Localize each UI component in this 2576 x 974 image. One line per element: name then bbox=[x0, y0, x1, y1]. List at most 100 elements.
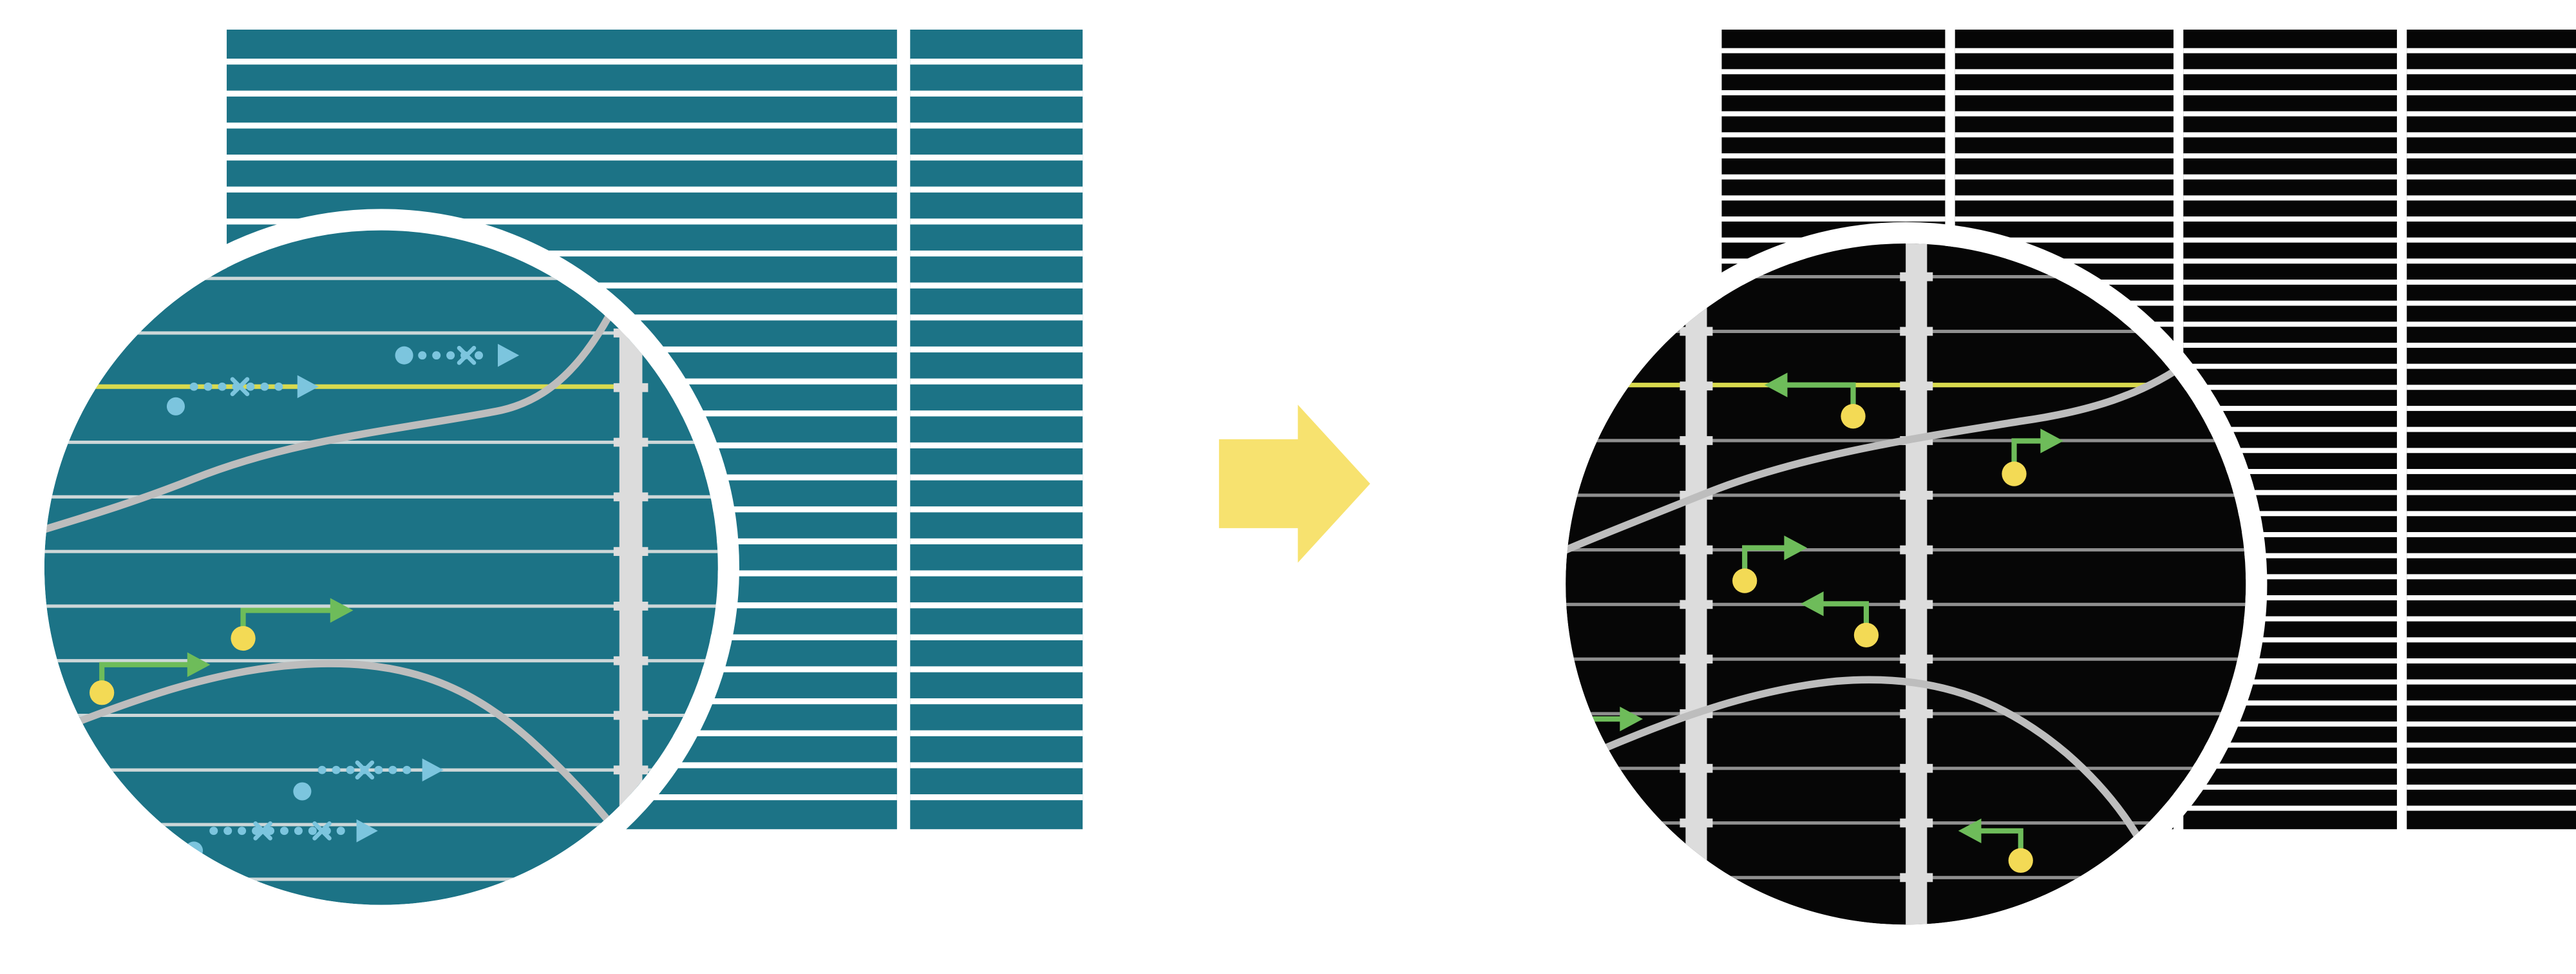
cell-finger-stripe bbox=[2183, 385, 2397, 390]
busbar-tab bbox=[1680, 763, 1713, 773]
left-solar-module bbox=[227, 29, 1083, 830]
cell-finger-stripe bbox=[2183, 700, 2397, 706]
busbar-tab bbox=[613, 547, 649, 557]
cell-finger-stripe bbox=[2183, 469, 2397, 474]
busbar-tab bbox=[1680, 818, 1713, 828]
cell-finger-stripe bbox=[1955, 216, 2174, 222]
busbar-tab bbox=[1900, 873, 1933, 883]
busbar-tab bbox=[1680, 436, 1713, 445]
cell-finger-stripe bbox=[2183, 595, 2397, 600]
cell-finger-stripe bbox=[910, 506, 1083, 513]
cell-finger-stripe bbox=[2407, 69, 2576, 75]
cell-finger-stripe bbox=[910, 378, 1083, 385]
cell-finger-stripe bbox=[2407, 48, 2576, 53]
left-inset-background bbox=[44, 230, 718, 905]
cell-finger-stripe bbox=[2183, 658, 2397, 664]
cell-finger-stripe bbox=[2183, 406, 2397, 411]
cell-finger-stripe bbox=[2183, 300, 2397, 306]
right-inset-content bbox=[1566, 244, 2246, 925]
cell-finger-stripe bbox=[910, 410, 1083, 417]
cell-finger-stripe bbox=[2407, 805, 2576, 811]
cell-finger-stripe bbox=[2407, 448, 2576, 454]
recombination-x-mark bbox=[457, 345, 477, 365]
electron-arrowhead bbox=[497, 343, 520, 367]
busbar-tab bbox=[613, 437, 649, 447]
cell-finger-stripe bbox=[2407, 511, 2576, 517]
busbar-tab bbox=[613, 383, 649, 392]
cell-finger-stripe bbox=[2407, 153, 2576, 158]
busbar-tab bbox=[1900, 381, 1933, 391]
cell-finger-stripe bbox=[2407, 258, 2576, 264]
cell-finger-stripe bbox=[2183, 721, 2397, 727]
busbar-tab bbox=[1900, 545, 1933, 555]
cell-finger-stripe bbox=[2183, 742, 2397, 748]
busbar-tab bbox=[1900, 327, 1933, 336]
cell-finger-stripe bbox=[2183, 363, 2397, 369]
cell-finger-stripe bbox=[2183, 69, 2397, 75]
cell-finger-stripe bbox=[2407, 637, 2576, 643]
cell-finger-stripe bbox=[2407, 90, 2576, 95]
busbar-ribbon bbox=[1685, 244, 1707, 925]
cell-finger-stripe bbox=[2183, 805, 2397, 811]
carrier-arrowhead bbox=[1764, 372, 1788, 397]
panel-cell-column bbox=[910, 29, 1083, 830]
cell-finger-stripe bbox=[910, 90, 1083, 97]
cell-finger-stripe bbox=[2407, 426, 2576, 432]
magnifier-ring bbox=[1544, 222, 2268, 946]
recombination-x-mark bbox=[355, 760, 375, 780]
cell-finger-stripe bbox=[910, 474, 1083, 481]
cell-finger-stripe bbox=[2407, 595, 2576, 600]
cell-finger-stripe bbox=[2183, 153, 2397, 158]
busbar-tab bbox=[1900, 272, 1933, 282]
busbar-tab bbox=[1900, 818, 1933, 828]
busbar-tab bbox=[613, 656, 649, 665]
left-magnifier-inset bbox=[23, 209, 739, 926]
carrier-arrowhead bbox=[1620, 706, 1643, 732]
busbar-tab bbox=[1900, 709, 1933, 718]
cell-finger-stripe bbox=[1955, 90, 2174, 95]
cell-finger-stripe bbox=[2183, 637, 2397, 643]
carrier-arrowhead bbox=[1784, 535, 1808, 560]
cell-finger-stripe bbox=[2183, 258, 2397, 264]
cell-finger-stripe bbox=[910, 218, 1083, 225]
cell-finger-stripe bbox=[910, 442, 1083, 449]
cell-finger-stripe bbox=[1721, 90, 1946, 95]
busbar-tab bbox=[1900, 763, 1933, 773]
cell-finger-stripe bbox=[910, 314, 1083, 321]
busbar-ribbon bbox=[1906, 244, 1927, 925]
busbar-tab bbox=[1680, 654, 1713, 664]
cell-finger-stripe bbox=[910, 762, 1083, 769]
carrier-arrowhead bbox=[1958, 818, 1982, 843]
cell-finger-stripe bbox=[2183, 426, 2397, 432]
cell-finger-stripe bbox=[910, 602, 1083, 609]
cell-finger-stripe bbox=[2183, 553, 2397, 559]
right-magnifier-inset bbox=[1544, 222, 2268, 946]
cell-finger-stripe bbox=[2183, 679, 2397, 685]
cell-finger-stripe bbox=[2407, 469, 2576, 474]
carrier-dot bbox=[1732, 568, 1757, 593]
busbar-tab bbox=[613, 602, 649, 611]
cell-finger-stripe bbox=[2183, 616, 2397, 622]
cell-finger-stripe bbox=[2407, 195, 2576, 201]
cell-finger-stripe bbox=[910, 346, 1083, 353]
busbar-tab bbox=[613, 711, 649, 720]
cell-finger-stripe bbox=[2407, 237, 2576, 243]
carrier-dot bbox=[2002, 461, 2027, 486]
cell-finger-stripe bbox=[2183, 174, 2397, 180]
cell-finger-stripe bbox=[227, 90, 897, 97]
cell-finger-stripe bbox=[2183, 785, 2397, 790]
magnifier-ring bbox=[23, 209, 739, 926]
cell-finger-stripe bbox=[2407, 406, 2576, 411]
electron-start-dot bbox=[395, 346, 413, 365]
busbar-tab bbox=[1680, 327, 1713, 336]
electron-start-dot bbox=[166, 397, 185, 415]
cell-finger-stripe bbox=[910, 154, 1083, 161]
recombination-x-mark bbox=[230, 377, 250, 397]
cell-finger-stripe bbox=[1721, 69, 1946, 75]
cell-finger-stripe bbox=[910, 538, 1083, 544]
block-arrow-right bbox=[1218, 405, 1370, 563]
cell-finger-stripe bbox=[227, 154, 897, 161]
cell-finger-stripe bbox=[2183, 48, 2397, 53]
